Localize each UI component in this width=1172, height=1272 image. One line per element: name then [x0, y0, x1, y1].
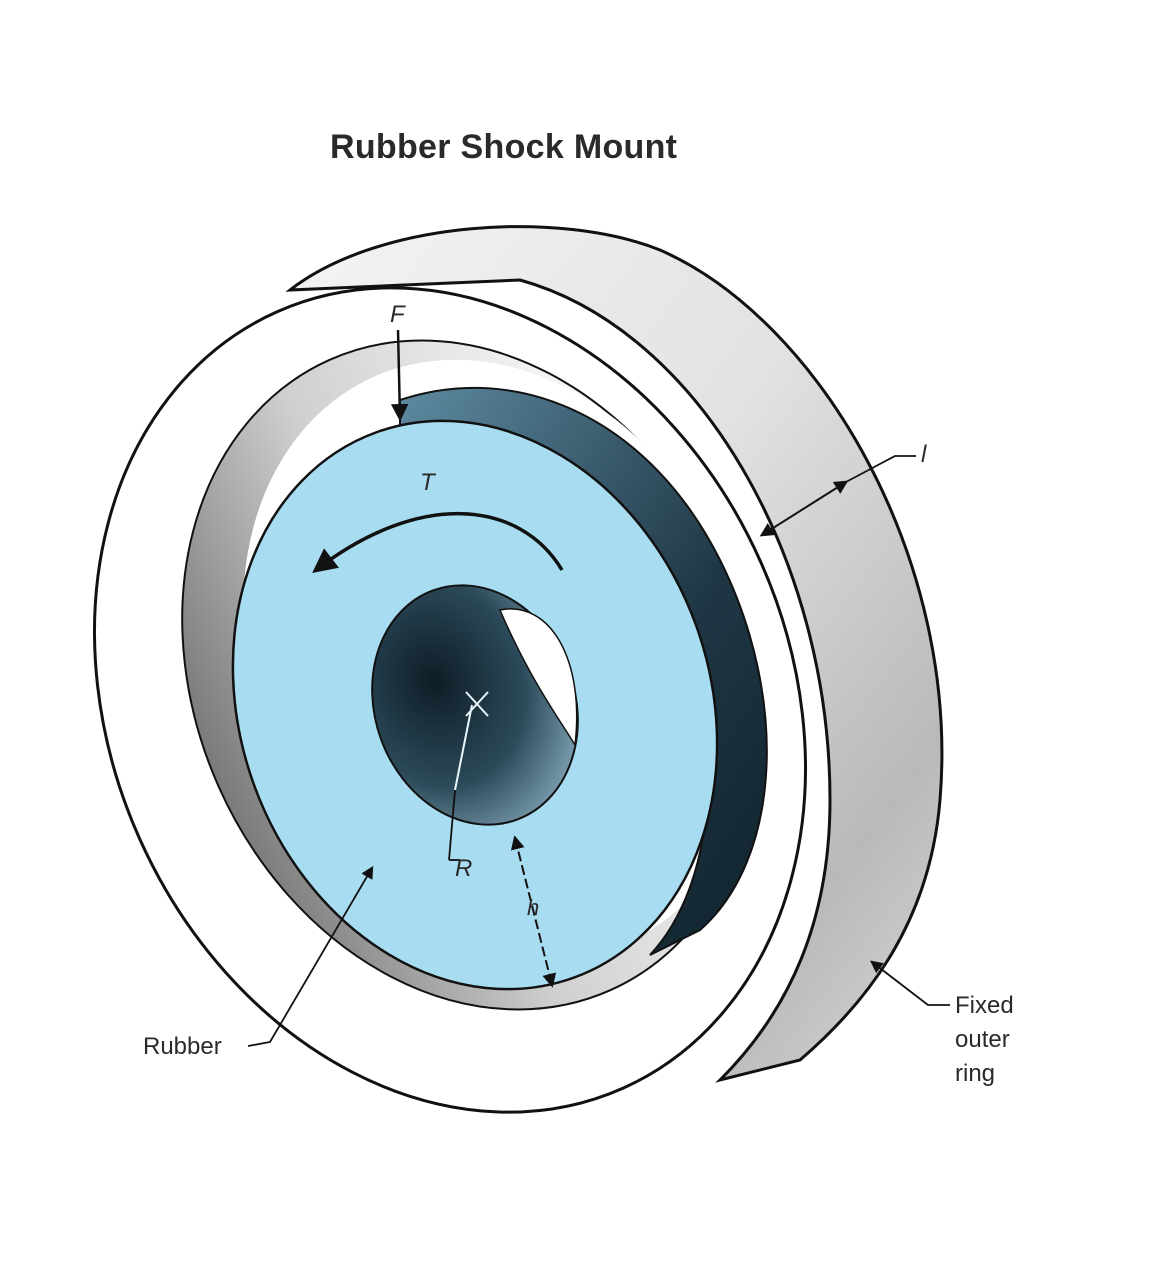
torque-label: T	[420, 469, 437, 496]
outer-ring-side	[285, 225, 944, 1083]
torque-arrow	[312, 512, 564, 573]
rubber-label: Rubber	[143, 1033, 222, 1060]
force-label: F	[390, 301, 406, 328]
length-label: l	[921, 441, 927, 468]
rubber-leader	[247, 865, 374, 1047]
thickness-label: h	[527, 895, 539, 920]
outer-ring-leader	[870, 960, 950, 1006]
radius-dimension	[448, 704, 473, 861]
length-dimension	[759, 455, 916, 537]
force-arrow	[390, 329, 409, 422]
radius-label: R	[455, 855, 472, 882]
thickness-dimension	[510, 835, 557, 988]
outer-ring-label-line1: Fixed	[955, 992, 1014, 1019]
outer-ring-label-line2: outer	[955, 1026, 1010, 1053]
diagram-title: Rubber Shock Mount	[330, 128, 678, 166]
hole-light-opening	[498, 608, 578, 748]
outer-ring-label-line3: ring	[955, 1060, 995, 1087]
center-hole	[371, 584, 579, 826]
